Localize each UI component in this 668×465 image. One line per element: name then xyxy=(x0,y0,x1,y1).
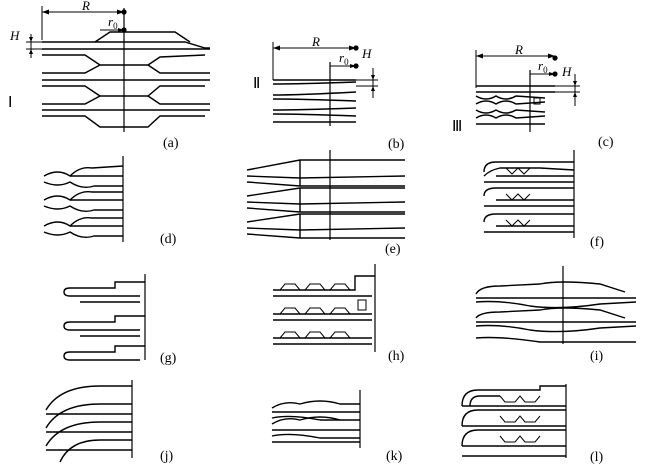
stage-marker-c: Ⅲ xyxy=(452,119,462,135)
caption-d: (d) xyxy=(160,232,177,247)
panel-j: (j) xyxy=(45,380,174,464)
caption-b: (b) xyxy=(388,137,405,152)
caption-g: (g) xyxy=(160,351,177,366)
panel-k: (k) xyxy=(271,390,403,464)
caption-e: (e) xyxy=(385,242,401,257)
caption-h: (h) xyxy=(388,349,405,364)
panel-b: R r0 H Ⅱ (b) xyxy=(253,34,405,152)
inner-radius-label-a: r0 xyxy=(108,14,118,31)
stage-marker-a: Ⅰ xyxy=(8,95,12,111)
panel-c: R r0 H Ⅲ (c) xyxy=(452,42,614,150)
panel-h: (h) xyxy=(273,264,405,364)
panel-a: R r0 H Ⅰ (a) xyxy=(8,0,210,151)
inner-radius-label-b: r0 xyxy=(339,50,349,67)
height-label-b: H xyxy=(361,46,372,61)
inner-radius-label-c: r0 xyxy=(538,58,548,75)
radius-label-b: R xyxy=(311,34,320,49)
caption-j: (j) xyxy=(160,449,174,464)
stage-marker-b: Ⅱ xyxy=(253,76,260,92)
height-label-c: H xyxy=(561,64,572,79)
panel-d: (d) xyxy=(43,156,177,247)
panel-i: (i) xyxy=(475,266,637,364)
panel-l: (l) xyxy=(461,384,604,465)
panel-f: (f) xyxy=(483,150,604,250)
caption-l: (l) xyxy=(590,450,604,465)
radius-label-c: R xyxy=(514,42,523,57)
caption-i: (i) xyxy=(590,349,604,364)
caption-c: (c) xyxy=(598,135,614,150)
height-label-a: H xyxy=(9,28,20,43)
caption-f: (f) xyxy=(590,235,604,250)
radius-label-a: R xyxy=(81,0,90,13)
panel-g: (g) xyxy=(63,274,177,366)
panel-e: (e) xyxy=(246,150,406,257)
caption-k: (k) xyxy=(386,449,403,464)
caption-a: (a) xyxy=(163,136,179,151)
